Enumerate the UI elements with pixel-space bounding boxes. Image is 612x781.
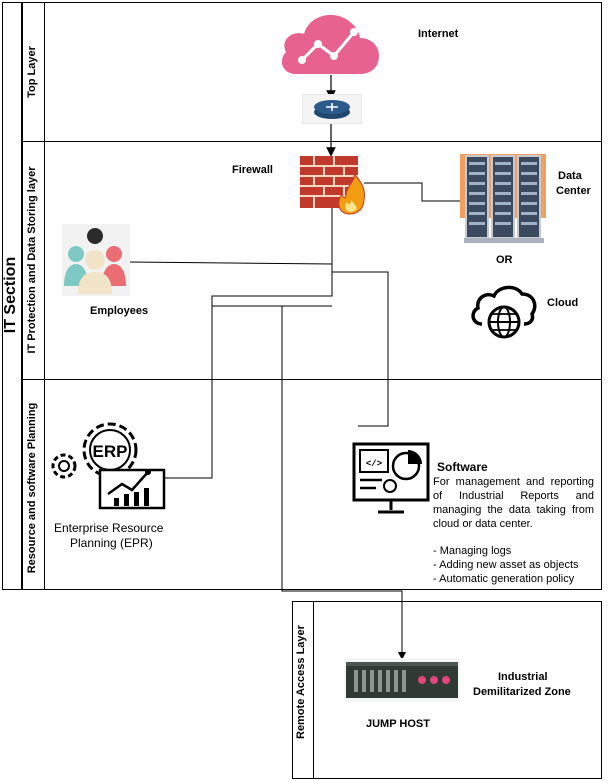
or-label: OR xyxy=(496,254,513,266)
software-description: For management and reporting of Industri… xyxy=(433,476,594,530)
line-firewall-jumphost xyxy=(331,264,389,427)
erp-label-line1: Enterprise Resource xyxy=(54,521,164,535)
resource-layer-band xyxy=(22,379,602,590)
software-icon: </> xyxy=(352,442,430,514)
firewall-icon xyxy=(300,156,365,215)
internet-label: Internet xyxy=(418,28,459,40)
line-firewall-erp xyxy=(165,264,333,479)
dmz-label-line1: Industrial xyxy=(498,671,548,683)
router-icon xyxy=(302,94,362,124)
firewall-label: Firewall xyxy=(232,164,273,176)
erp-icon: ERP xyxy=(51,422,166,510)
cloud-label: Cloud xyxy=(547,297,579,309)
svg-text:</>: </> xyxy=(366,459,382,469)
employees-label: Employees xyxy=(90,305,149,317)
software-item-policy: - Automatic generation policy xyxy=(433,573,575,585)
dmz-label-line2: Demilitarized Zone xyxy=(473,686,571,698)
erp-label-line2: Planning (EPR) xyxy=(70,536,153,550)
software-title: Software xyxy=(437,460,488,474)
jump-host-label: JUMP HOST xyxy=(366,718,430,730)
line-firewall-datacenter xyxy=(364,182,460,202)
internet-cloud-icon xyxy=(281,14,380,74)
remote-access-label-strip xyxy=(292,601,314,779)
software-item-assets: - Adding new asset as objects xyxy=(433,559,579,571)
employees-icon xyxy=(62,224,130,296)
erp-icon-text: ERP xyxy=(93,442,128,461)
cloud-icon xyxy=(471,285,537,339)
data-center-icon xyxy=(460,154,546,243)
jump-host-icon xyxy=(344,658,460,702)
software-item-logs: - Managing logs xyxy=(433,545,512,557)
data-center-label-line1: Data xyxy=(558,170,582,182)
it-section-label-strip xyxy=(2,2,22,590)
data-center-label-line2: Center xyxy=(556,185,591,197)
line-to-jumphost xyxy=(281,306,406,660)
